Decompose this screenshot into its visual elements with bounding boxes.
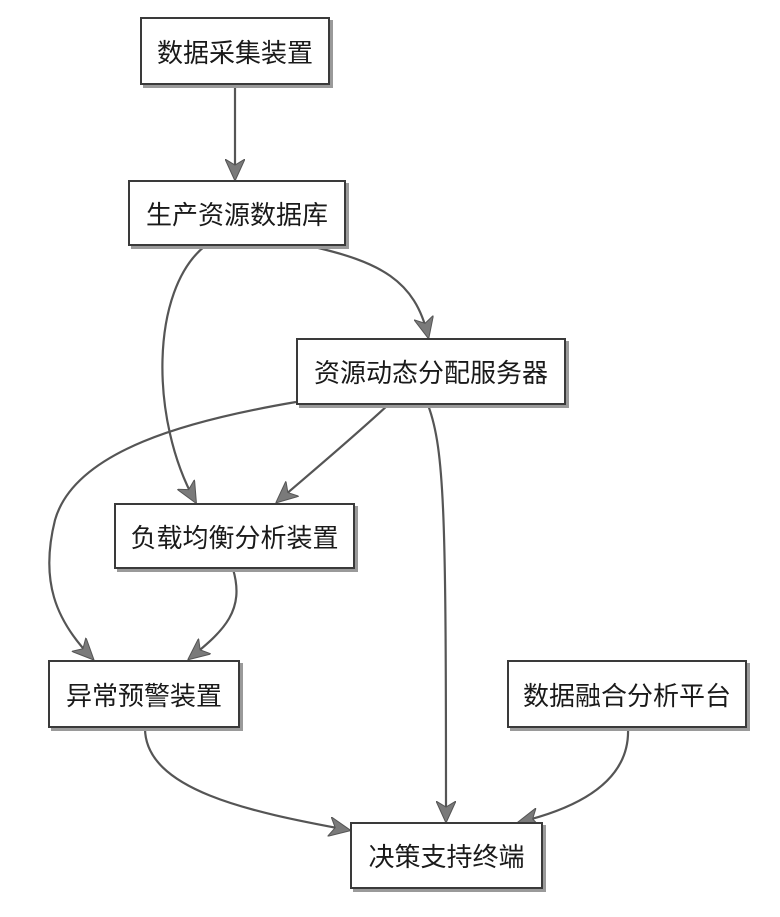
node-decision-support-terminal: 决策支持终端 <box>350 822 543 889</box>
edge-balance-to-alarm <box>190 569 236 658</box>
node-data-fusion-platform: 数据融合分析平台 <box>507 660 747 728</box>
node-label: 决策支持终端 <box>368 837 524 874</box>
node-label: 负载均衡分析装置 <box>130 518 338 555</box>
node-anomaly-warning-device: 异常预警装置 <box>48 660 240 728</box>
node-resource-allocation-server: 资源动态分配服务器 <box>296 338 566 405</box>
node-label: 数据融合分析平台 <box>523 676 731 713</box>
node-label: 数据采集装置 <box>157 33 313 70</box>
node-label: 资源动态分配服务器 <box>314 353 548 390</box>
node-production-resource-database: 生产资源数据库 <box>128 180 346 246</box>
node-label: 异常预警装置 <box>66 676 222 713</box>
edge-alarm-to-terminal <box>145 728 348 830</box>
edge-server-to-terminal <box>428 405 446 820</box>
edge-db-to-balance <box>162 246 205 501</box>
node-load-balance-analysis-device: 负载均衡分析装置 <box>114 503 355 569</box>
edge-db-to-server <box>310 246 428 336</box>
node-data-collection-device: 数据采集装置 <box>140 17 330 85</box>
edge-server-to-balance <box>278 405 388 501</box>
edge-fusion-to-terminal <box>520 728 628 822</box>
node-label: 生产资源数据库 <box>146 195 328 232</box>
